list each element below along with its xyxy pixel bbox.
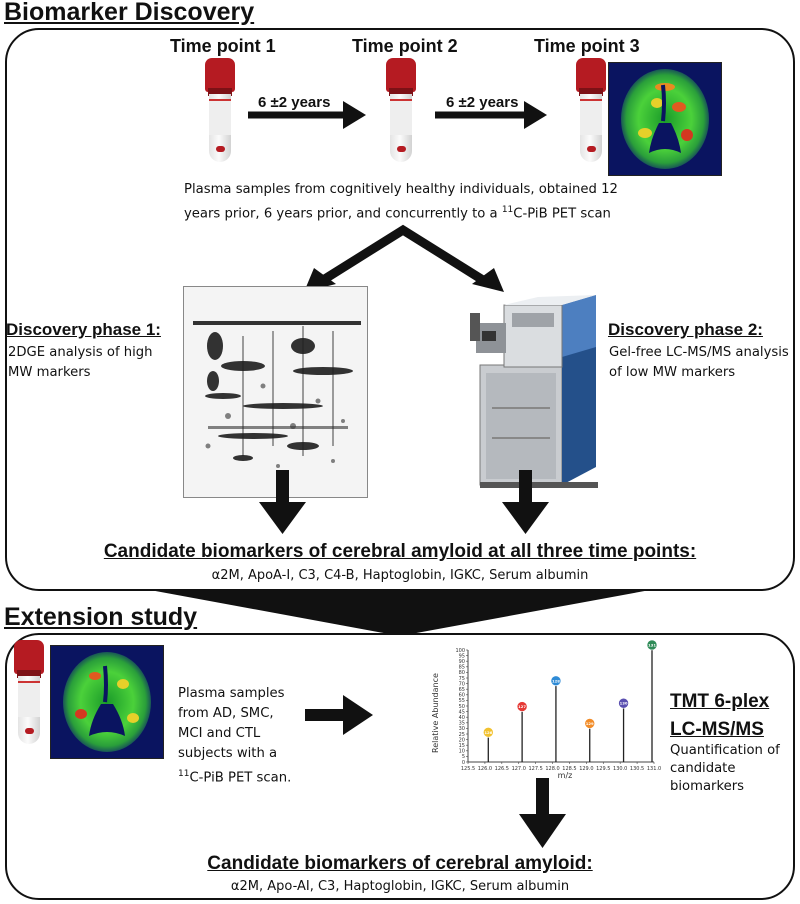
peak-label: 131: [648, 643, 656, 648]
blood-tube-icon: [386, 58, 416, 164]
down-arrow-icon: [259, 470, 306, 534]
discovery-candidates-list: α2M, ApoA-I, C3, C4-B, Haptoglobin, IGKC…: [211, 568, 589, 583]
peak-marker: [516, 701, 528, 712]
peak-marker: [550, 675, 562, 687]
blood-tube-icon: [576, 58, 606, 164]
y-tick-label: 40: [459, 715, 465, 721]
peak-label: 127: [518, 704, 526, 709]
down-arrow-icon: [519, 778, 566, 848]
y-tick-label: 35: [459, 721, 465, 727]
peak-marker: [482, 727, 494, 738]
time-arrows: [248, 101, 547, 129]
x-tick-label: 129.5: [596, 766, 610, 772]
peak-label: 128: [552, 678, 560, 683]
y-tick-label: 60: [459, 693, 465, 699]
chart-ylabel: Relative Abundance: [431, 673, 440, 753]
tmt-spectrum-chart: 0510152025303540455055606570758085909510…: [431, 640, 661, 780]
y-tick-label: 10: [459, 749, 465, 755]
discovery-phase-1-title: Discovery phase 1:: [6, 320, 161, 339]
interval-1-label: 6 ±2 years: [258, 94, 331, 111]
pet-scan-brain-icon: [50, 645, 164, 759]
x-tick-label: 126.5: [495, 766, 509, 772]
y-tick-label: 25: [459, 732, 465, 738]
right-arrow-icon: [305, 695, 373, 735]
peak-marker: [584, 718, 596, 729]
y-tick-label: 5: [462, 754, 465, 760]
peak-label: 130: [620, 701, 628, 706]
discovery-phase-2-text: Gel-free LC-MS/MS analysis of low MW mar…: [609, 345, 789, 380]
y-tick-label: 20: [459, 737, 465, 743]
y-tick-label: 50: [459, 704, 465, 710]
y-tick-label: 75: [459, 676, 465, 682]
blood-tube-icon: [205, 58, 235, 164]
y-tick-label: 45: [459, 709, 465, 715]
discovery-phase-2-title: Discovery phase 2:: [608, 320, 763, 339]
x-tick-label: 127.0: [512, 766, 526, 772]
down-arrow-icon: [502, 470, 549, 534]
y-tick-label: 100: [455, 648, 465, 654]
funnel-arrow: [150, 590, 650, 636]
y-tick-label: 30: [459, 726, 465, 732]
section-title-discovery: Biomarker Discovery: [4, 0, 255, 26]
discovery-candidates-title: Candidate biomarkers of cerebral amyloid…: [103, 541, 697, 562]
x-tick-label: 126.0: [478, 766, 492, 772]
extension-candidates-title: Candidate biomarkers of cerebral amyloid…: [207, 853, 593, 874]
tmt-title-line-1: TMT 6-plex: [670, 691, 770, 712]
y-tick-label: 65: [459, 687, 465, 693]
tmt-title-line-2: LC-MS/MS: [670, 719, 764, 740]
chart-xlabel: m/z: [558, 771, 573, 780]
discovery-phase-1-text: 2DGE analysis of high MW markers: [8, 345, 153, 380]
x-tick-label: 131.0: [647, 766, 661, 772]
peak-marker: [646, 640, 658, 651]
y-tick-label: 70: [459, 681, 465, 687]
blood-tube-icon: [14, 640, 44, 746]
x-tick-label: 128.5: [562, 766, 576, 772]
y-tick-label: 90: [459, 659, 465, 665]
y-tick-label: 85: [459, 665, 465, 671]
x-tick-label: 130.0: [613, 766, 627, 772]
extension-plasma-description: Plasma samples from AD, SMC, MCI and CTL…: [178, 686, 292, 786]
time-point-2-label: Time point 2: [352, 36, 458, 56]
time-point-3-label: Time point 3: [534, 36, 640, 56]
interval-2-label: 6 ±2 years: [446, 94, 519, 111]
tmt-description: Quantification of candidate biomarkers: [670, 743, 780, 794]
y-tick-label: 55: [459, 698, 465, 704]
y-tick-label: 80: [459, 670, 465, 676]
2dge-gel-image: [183, 286, 368, 498]
peak-marker: [618, 697, 629, 709]
time-point-1-label: Time point 1: [170, 36, 276, 56]
x-tick-label: 125.5: [461, 766, 475, 772]
pet-scan-brain-icon: [608, 62, 722, 176]
discovery-plasma-description: Plasma samples from cognitively healthy …: [184, 182, 618, 222]
mass-spectrometer-image: [470, 295, 598, 488]
y-tick-label: 15: [459, 743, 465, 749]
y-tick-label: 0: [462, 760, 465, 766]
x-tick-label: 128.0: [545, 766, 559, 772]
peak-label: 126: [484, 730, 492, 735]
x-tick-label: 127.5: [528, 766, 542, 772]
split-arrows: [304, 224, 504, 292]
extension-candidates-list: α2M, Apo-AI, C3, Haptoglobin, IGKC, Seru…: [230, 879, 570, 894]
x-tick-label: 129.0: [579, 766, 593, 772]
peak-label: 129: [586, 721, 594, 726]
y-tick-label: 95: [459, 653, 465, 659]
section-title-extension: Extension study: [4, 603, 198, 631]
x-tick-label: 130.5: [630, 766, 644, 772]
